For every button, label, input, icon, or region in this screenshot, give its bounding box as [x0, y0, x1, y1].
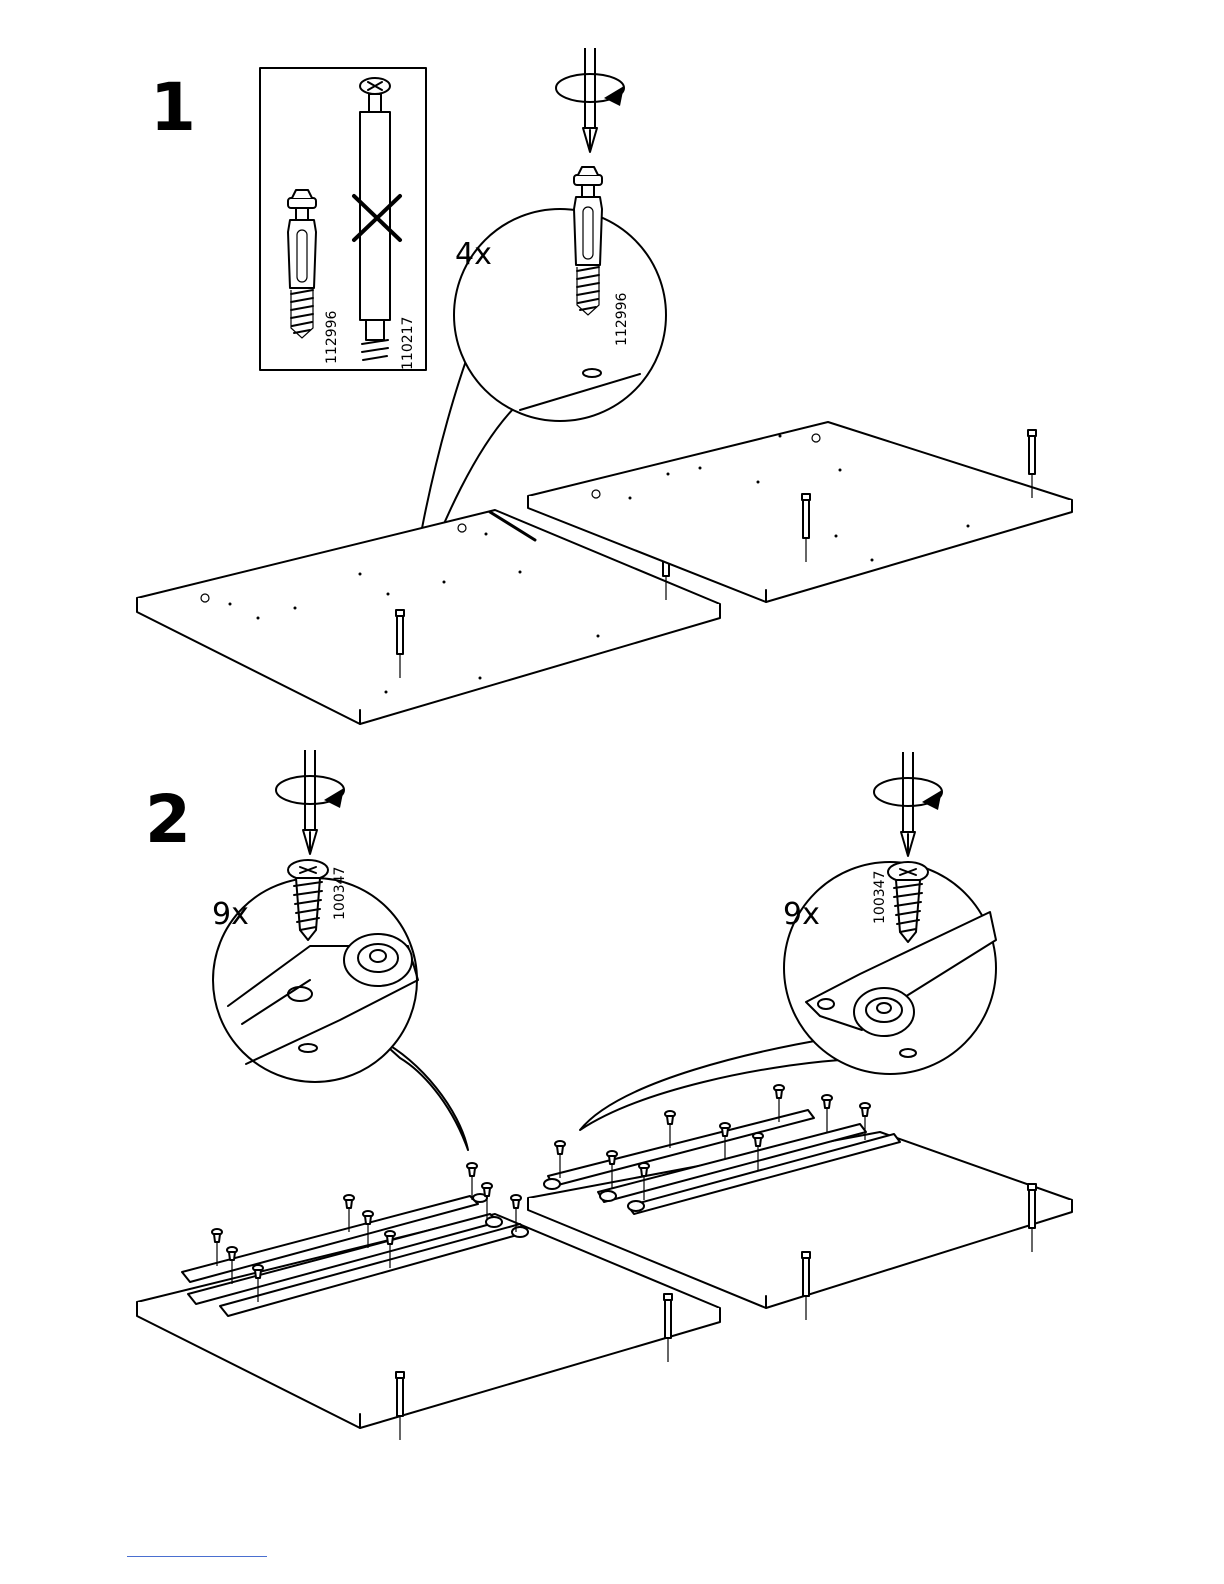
quantity-label: 4x — [455, 237, 492, 272]
part-comparison-box: 112996 110217 — [260, 68, 426, 370]
part-number-wrong: 110217 — [400, 317, 416, 370]
screwdriver-icon — [874, 752, 942, 856]
part-number-label: 100347 — [872, 871, 888, 924]
step-1: 1 112996 110217 — [137, 48, 1072, 724]
quantity-label: 9x — [783, 897, 820, 932]
step-1-number: 1 — [150, 69, 196, 146]
screwdriver-icon — [556, 48, 624, 152]
detail-callout-2b: 9x 100347 — [580, 862, 996, 1130]
footer-rule — [127, 1556, 267, 1557]
part-number-correct: 112996 — [324, 310, 340, 364]
screwdriver-icon — [276, 750, 344, 854]
part-number-label: 112996 — [614, 292, 630, 346]
step-2: 2 9x 100347 — [137, 750, 1072, 1440]
part-number-label: 100347 — [332, 867, 348, 920]
cam-dowel-icon — [288, 190, 316, 338]
step-2-number: 2 — [145, 781, 191, 858]
quantity-label: 9x — [212, 897, 249, 932]
detail-callout-2a: 9x 100347 — [212, 860, 468, 1150]
